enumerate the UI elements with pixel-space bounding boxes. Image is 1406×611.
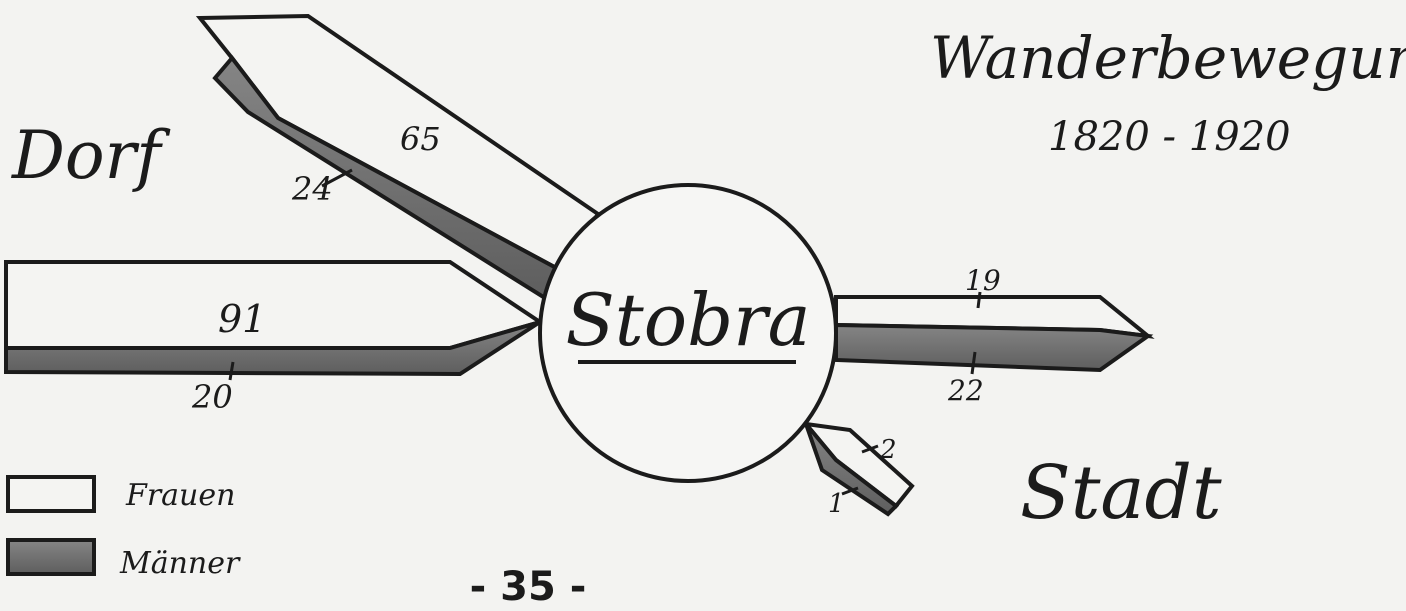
legend-label-frauen: Frauen [125,478,235,513]
flow-stadt-in-maenner-value: 1 [828,489,845,519]
diagram-title: Wanderbewegungen [930,24,1406,92]
legend-label-maenner: Männer [119,546,241,581]
flow-stadt-in-frauen-value: 2 [879,435,897,465]
flow-arrow-stadt-in: 2 1 [801,421,915,519]
flow-dorf-in-maenner-value: 20 [191,378,233,416]
destination-label-stadt: Stadt [1020,450,1222,536]
legend-swatch-frauen [6,475,96,513]
flow-dorf-in-maenner-band [4,320,542,377]
flow-stadt-out-frauen-value: 19 [965,264,1001,297]
center-node-stobra: Stobra [538,183,838,483]
flow-dorf-out-maenner-value: 24 [291,170,333,208]
flow-stadt-in-maenner-band [804,422,900,517]
diagram-period: 1820 - 1920 [1048,114,1291,160]
flow-dorf-in-frauen-band [4,260,545,350]
center-label: Stobra [565,278,810,362]
page-number: - 35 - [470,564,587,610]
flow-dorf-in-frauen-value: 91 [218,297,266,341]
flow-arrow-dorf-in: 91 20 [4,260,545,416]
flow-stadt-in-maenner-tick [841,486,859,496]
flow-dorf-out-frauen-band [195,13,601,273]
flow-dorf-out-tick [321,168,353,188]
flow-arrow-stadt-out: 19 22 [834,264,1155,407]
flow-dorf-out-frauen-value: 65 [400,120,441,158]
flow-stadt-out-frauen-tick [976,291,982,309]
flow-dorf-in-tick [228,361,235,381]
flow-stadt-out-maenner-tick [970,351,977,375]
flow-stadt-out-maenner-value: 22 [947,374,984,407]
flow-stadt-in-frauen-tick [861,444,879,454]
flow-arrow-dorf-out: 65 24 [195,13,601,301]
flow-stadt-out-maenner-band [834,322,1154,373]
center-circle [538,183,838,483]
legend: Frauen Männer [6,475,241,581]
origin-label-dorf: Dorf [11,117,171,194]
legend-swatch-maenner [6,538,96,576]
